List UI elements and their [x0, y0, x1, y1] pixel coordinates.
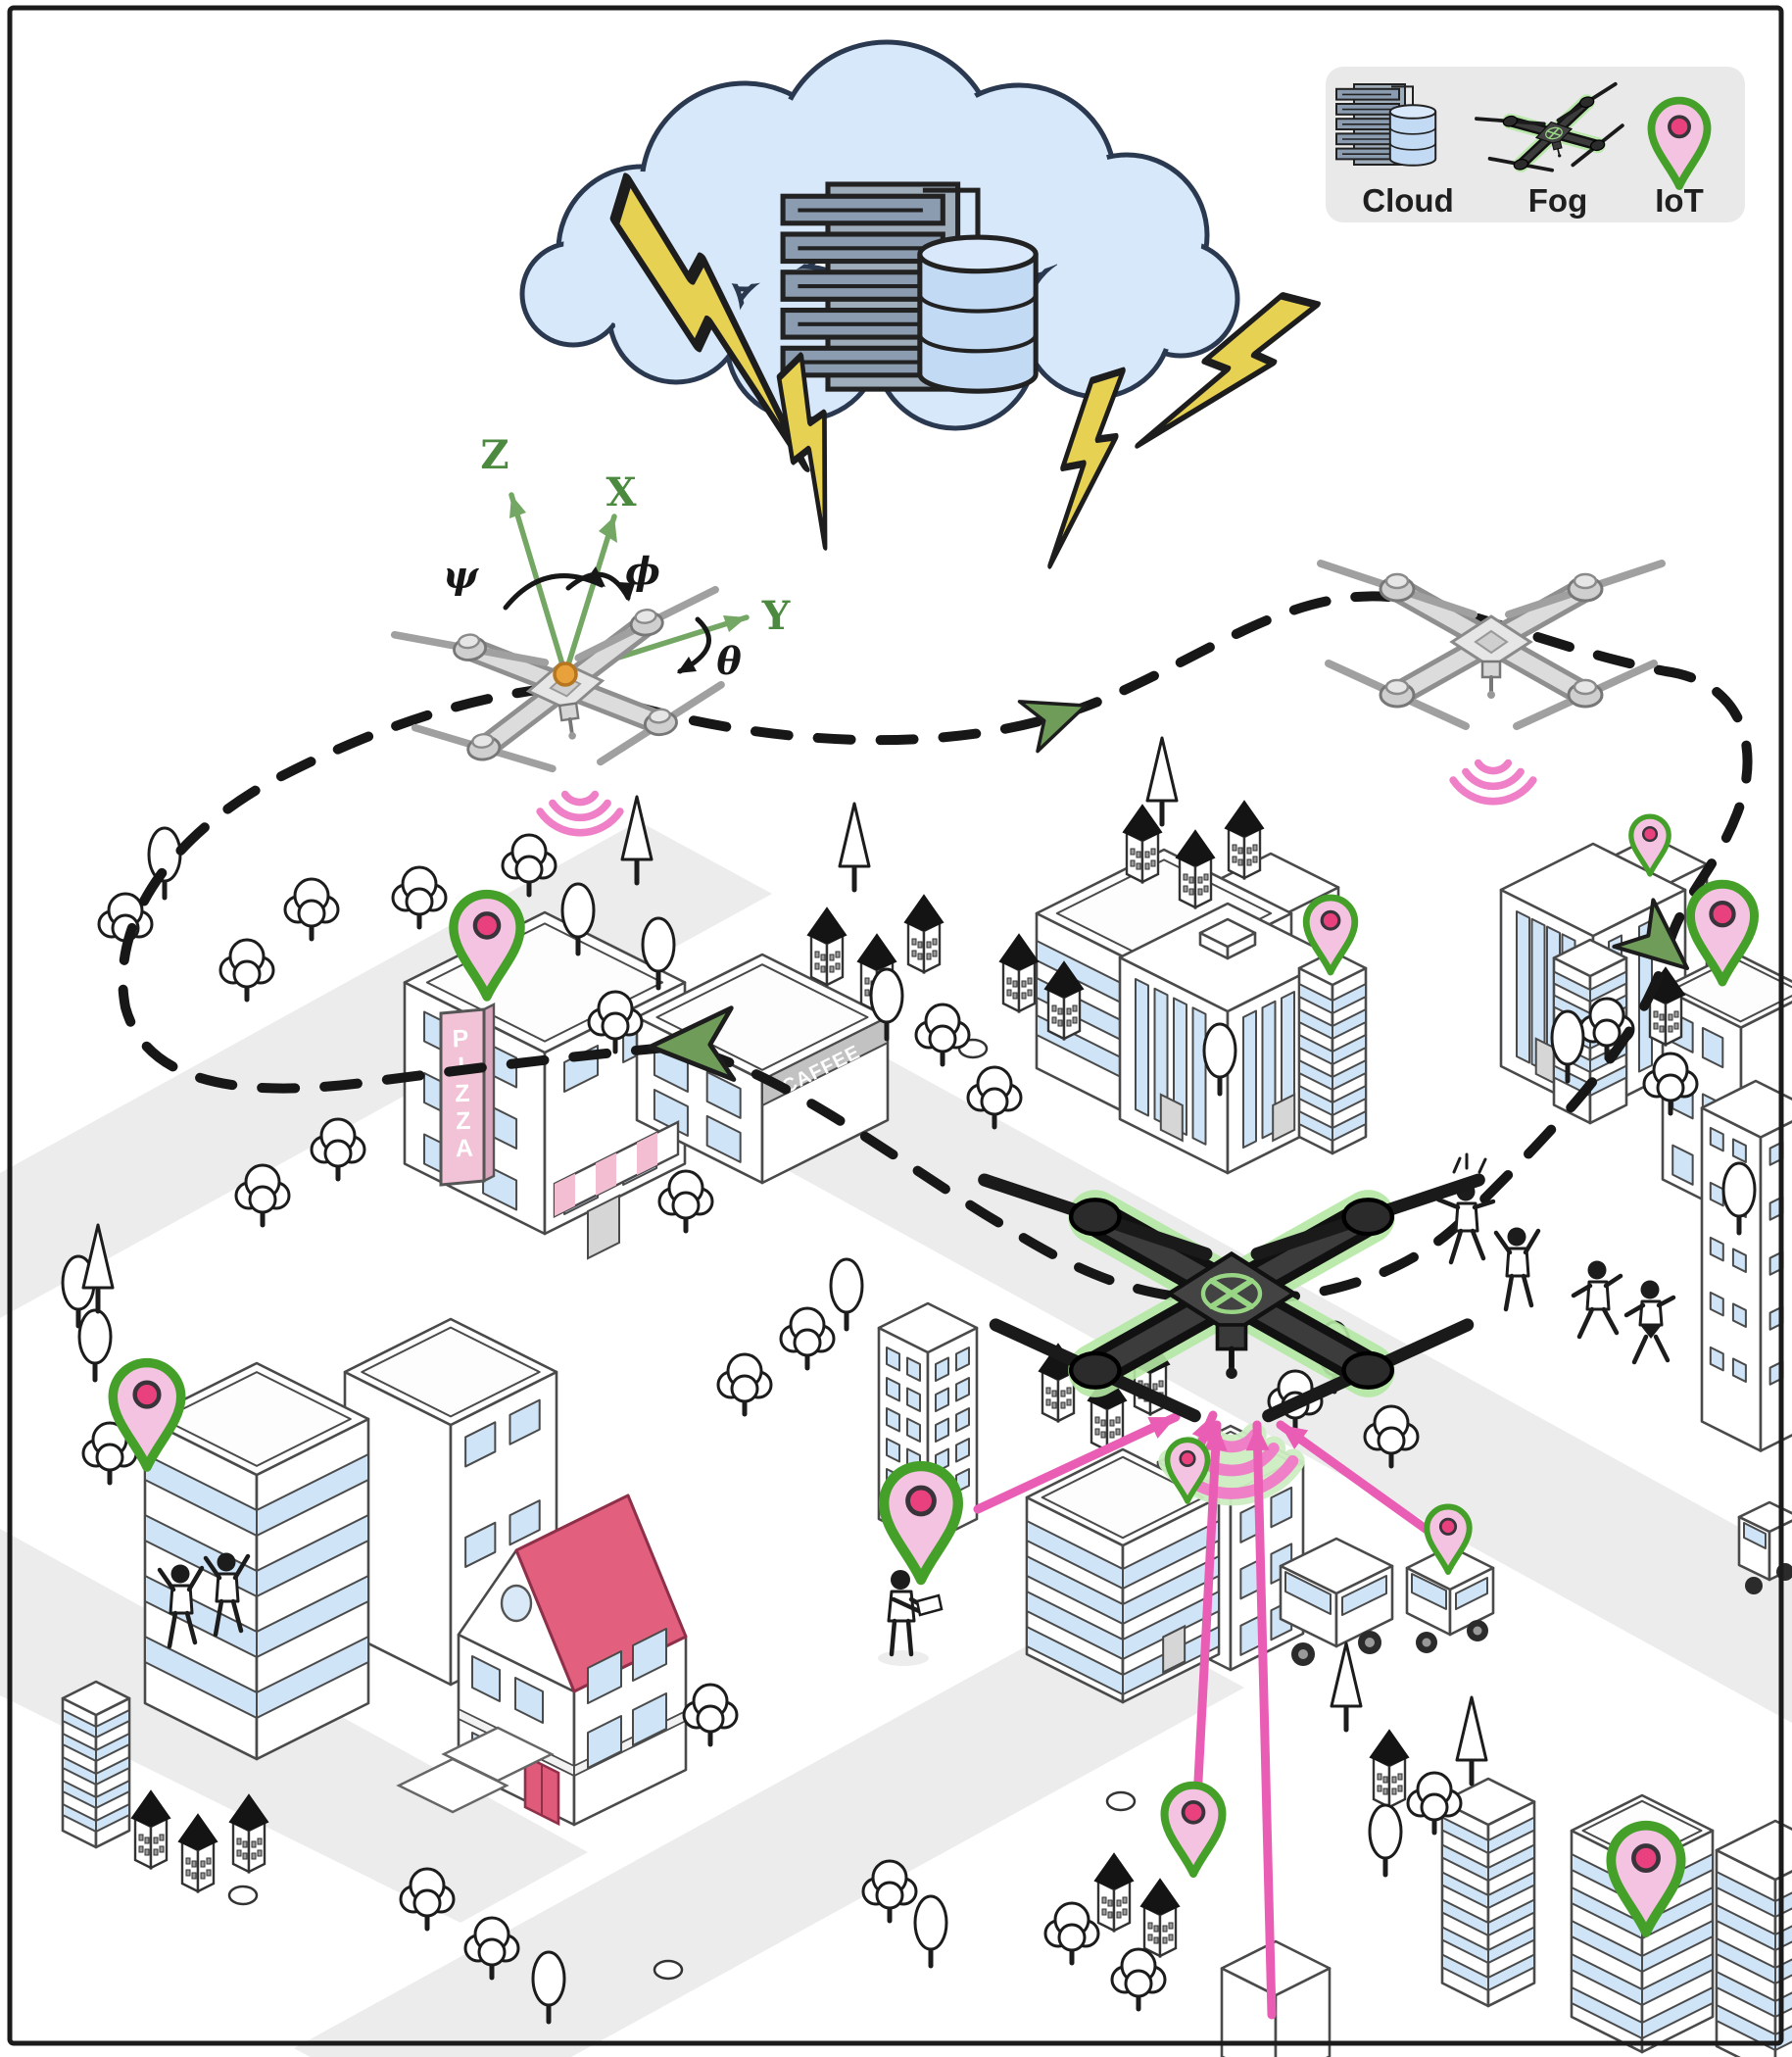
- person-startled: [1435, 1152, 1496, 1265]
- tree-icon: [718, 1354, 771, 1414]
- pizza-awning: [553, 1120, 680, 1260]
- small-house: [1224, 800, 1265, 880]
- stone-icon: [653, 1959, 684, 1981]
- person-cheering: [1493, 1227, 1541, 1312]
- pine-tree-icon: [840, 804, 869, 890]
- building: [1700, 1079, 1792, 1452]
- person-cheering: [203, 1552, 251, 1638]
- signal-arrow: [1192, 1420, 1228, 1804]
- car: [1405, 1544, 1495, 1653]
- axis-y-label: Y: [761, 593, 791, 639]
- building: [1297, 950, 1368, 1155]
- building: [1715, 1819, 1792, 2057]
- signal-arrow: [973, 1412, 1181, 1514]
- tree-icon: [393, 867, 446, 927]
- small-house: [806, 906, 848, 987]
- lightning-bolt-icon: [1045, 364, 1128, 573]
- wifi-signal-icon: [540, 795, 620, 833]
- tree-icon: [1370, 1805, 1401, 1875]
- building: [1220, 1939, 1332, 2057]
- axes-annotations: Z X Y ψ ϕ θ: [443, 432, 791, 687]
- legend-label-cloud: Cloud: [1362, 182, 1453, 219]
- roll-angle-label: ϕ: [625, 549, 660, 593]
- iot-signal-arrows: [973, 1410, 1441, 2020]
- axis-x-label: X: [605, 469, 636, 515]
- legend: Cloud Fog IoT: [1326, 67, 1745, 222]
- location-pin-icon: [884, 1466, 958, 1580]
- tree-icon: [831, 1259, 862, 1329]
- pitch-angle-label: θ: [716, 639, 742, 683]
- person-running: [1571, 1260, 1623, 1340]
- small-house: [1175, 829, 1216, 909]
- tree-icon: [659, 1171, 712, 1231]
- person-cheering: [157, 1564, 205, 1649]
- uav-drone-icon: [395, 590, 737, 788]
- wifi-signal-icon: [1453, 763, 1533, 802]
- person-reading: [878, 1570, 944, 1666]
- trajectory-dashed-path: [118, 591, 1753, 1305]
- tree-icon: [1045, 1903, 1098, 1963]
- small-house: [1093, 1852, 1135, 1933]
- stone-icon: [227, 1885, 259, 1906]
- building: [143, 1361, 370, 1761]
- building: [1198, 917, 1257, 960]
- small-house: [1139, 1878, 1181, 1958]
- tree-icon: [285, 879, 338, 939]
- stone-icon: [1105, 1790, 1137, 1812]
- signal-arrow: [1245, 1420, 1277, 2020]
- location-pin-icon: [1165, 1786, 1223, 1874]
- tree-icon: [79, 1310, 111, 1380]
- person-running: [1623, 1280, 1676, 1365]
- small-house: [1122, 804, 1163, 884]
- trajectory-arrowhead: [1017, 678, 1096, 754]
- van: [1279, 1537, 1394, 1666]
- figure-frame: [7, 5, 1784, 2046]
- building: [61, 1680, 131, 1849]
- legend-label-iot: IoT: [1655, 182, 1703, 219]
- origin-dot: [553, 661, 578, 687]
- uav-trajectory: [118, 591, 1753, 1305]
- small-house: [1369, 1729, 1410, 1809]
- tree-icon: [916, 1004, 969, 1064]
- small-house: [998, 933, 1040, 1013]
- tree-icon: [684, 1685, 737, 1744]
- signal-arrow: [1276, 1420, 1441, 1542]
- building-overlays: PIZZA CAFFEE: [396, 1003, 1792, 1827]
- people: [157, 1152, 1676, 1666]
- pine-tree-icon: [1332, 1643, 1361, 1730]
- small-house: [177, 1813, 218, 1893]
- yaw-angle-label: ψ: [443, 553, 479, 597]
- pizza-sign-text: PIZZA: [451, 1025, 473, 1163]
- tree-icon: [1112, 1949, 1165, 2009]
- red-house: [396, 1494, 688, 1827]
- legend-label-fog: Fog: [1528, 182, 1587, 219]
- uav-drone-icon: [1321, 563, 1662, 726]
- tree-icon: [220, 940, 273, 1000]
- small-house: [903, 894, 944, 974]
- axis-z-label: Z: [480, 432, 509, 478]
- tree-icon: [781, 1308, 834, 1368]
- pine-tree-icon: [1147, 738, 1177, 824]
- small-house: [130, 1789, 171, 1870]
- tree-icon: [915, 1896, 946, 1966]
- building: [1440, 1777, 1536, 2008]
- pine-tree-icon: [1457, 1697, 1486, 1784]
- pizza-sign: PIZZA: [439, 1003, 496, 1187]
